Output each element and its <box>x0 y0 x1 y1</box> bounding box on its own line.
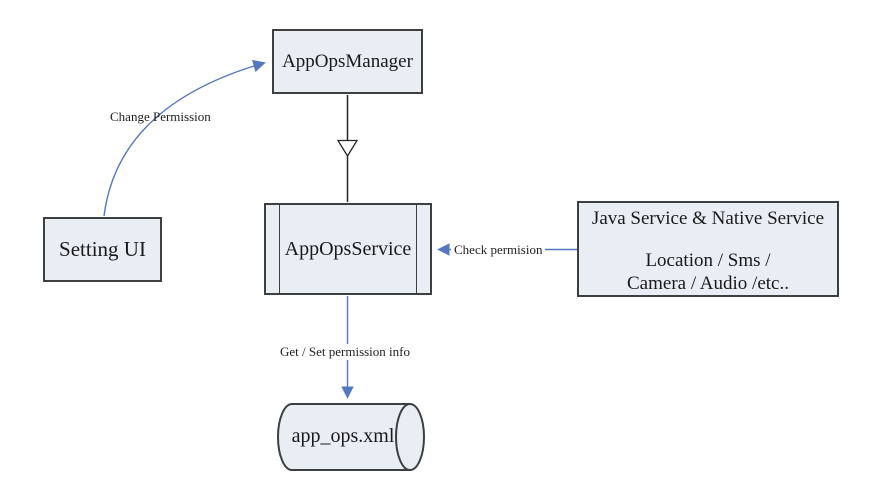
node-app-ops-service: AppOpsService <box>264 203 432 295</box>
hollow-triangle-arrowhead <box>336 139 359 158</box>
node-app-ops-service-label: AppOpsService <box>284 237 412 260</box>
node-app-ops-manager: AppOpsManager <box>272 29 423 94</box>
node-app-ops-manager-label: AppOpsManager <box>282 50 413 72</box>
check-permission-label: Check permision <box>451 242 546 258</box>
component-side-bar-right <box>416 205 417 293</box>
node-setting-ui-label: Setting UI <box>59 237 146 261</box>
cylinder-cap-inner-edge <box>395 403 411 471</box>
java-service-examples-line2: Camera / Audio /etc.. <box>627 273 789 294</box>
change-permission-label: Change Permission <box>110 109 211 124</box>
node-setting-ui: Setting UI <box>43 217 162 282</box>
component-side-bar-left <box>279 205 280 293</box>
java-service-examples-line1: Location / Sms / <box>645 250 771 271</box>
node-java-native-service: Java Service & Native Service Location /… <box>577 201 839 297</box>
java-service-title: Java Service & Native Service <box>591 208 825 229</box>
node-app-ops-xml-label: app_ops.xml <box>291 425 395 447</box>
get-set-permission-label: Get / Set permission info <box>277 344 413 360</box>
change-permission-arrow <box>103 59 266 217</box>
